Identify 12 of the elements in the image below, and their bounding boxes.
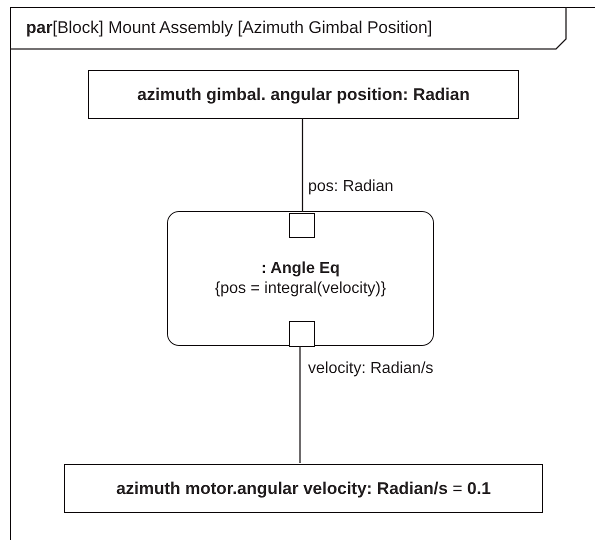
parameter-label: velocity: Radian/s [308,360,434,378]
binding-connector [299,345,301,463]
frame-title: par[Block] Mount Assembly [Azimuth Gimbal Position] [26,18,432,38]
constraint-expression: {pos = integral(velocity)} [214,278,386,298]
diagram-frame [10,7,595,540]
property-label: azimuth motor.angular velocity: Radian/s = 0.1 [116,478,491,498]
parameter-label: pos: Radian [308,178,394,196]
value-property-box [88,70,519,119]
binding-connector [302,118,304,211]
property-label: azimuth gimbal. angular position: Radian [137,84,470,104]
constraint-name: : Angle Eq [261,258,340,278]
value-property-box [64,464,543,513]
